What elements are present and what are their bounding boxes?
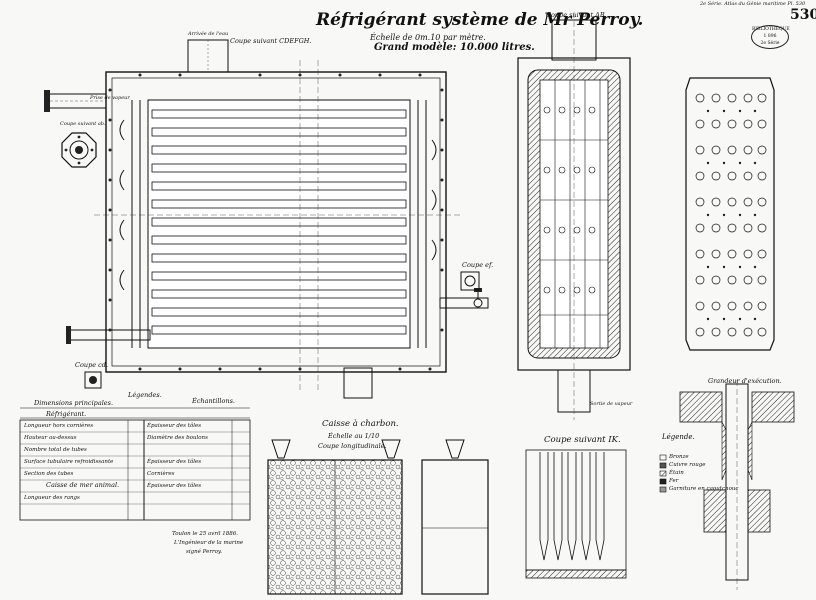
label-coal-section: Coupe longitudinale. <box>318 442 387 450</box>
section-ef-view <box>460 271 480 291</box>
coal-box-view <box>267 439 489 595</box>
main-section-view <box>44 39 489 399</box>
signature-line-3: signé Perroy. <box>186 549 223 555</box>
label-section-ik: Coupe suivant IK. <box>544 435 621 445</box>
dim-row-1: Longueur hors cornières <box>24 423 94 429</box>
legend-item-bronze: Bronze <box>669 454 689 460</box>
ech-row-2: Diamètre des boulons <box>147 435 208 441</box>
coal-box-subtitle: Caisse de mer animal. <box>46 481 120 489</box>
drawing-title: Réfrigérant système de Mr Perroy. <box>316 10 644 30</box>
section-ik-view <box>525 449 627 579</box>
dim-row-6: Longueur des rangs <box>24 495 80 501</box>
label-section-ab: Coupe suivant AB. <box>546 11 607 19</box>
dim-row-2: Hauteur au-dessus <box>24 435 77 441</box>
drawing-model: Grand modèle: 10.000 litres. <box>374 42 535 53</box>
refrigerant-title: Réfrigérant. <box>46 410 87 418</box>
drawing-scale: Échelle de 0m.10 par mètre. <box>370 33 486 42</box>
label-coal-box: Caisse à charbon. <box>322 419 399 429</box>
dim-row-5: Section des tubes <box>24 471 74 477</box>
material-legend-title: Légende. <box>662 433 695 441</box>
label-section-cdefgh: Coupe suivant CDEFGH. <box>230 37 312 45</box>
echantillons-title: Échantillons. <box>192 397 235 405</box>
section-small-bottom-left <box>84 371 102 389</box>
label-water-inlet: Arrivée de l'eau <box>188 31 229 37</box>
section-cd-view <box>61 132 97 168</box>
ech-row-1: Épaisseur des tôles <box>147 423 202 429</box>
tables-area <box>19 407 251 521</box>
label-actual-size: Grandeur d'exécution. <box>708 377 782 385</box>
signature-line-2: L'Ingénieur de la marine <box>174 540 244 546</box>
legend-heading: Légendes. <box>128 391 162 399</box>
ech-row-3: Épaisseur des tôles <box>147 459 202 465</box>
dim-row-3: Nombre total de tubes <box>24 447 87 453</box>
stamp-line-2: 1 896 <box>763 34 777 39</box>
tube-plate-view <box>685 77 775 351</box>
legend-item-rubber: Garniture en caoutchouc <box>669 486 739 492</box>
legend-item-copper: Cuivre rouge <box>669 462 706 468</box>
section-ab-view <box>517 12 631 420</box>
dim-row-4: Surface tubulaire refroidissante <box>24 459 114 465</box>
stamp-line-1: BIBLIOTHÈQUE <box>752 27 790 32</box>
legend-item-tin: Étain <box>669 470 684 476</box>
label-steam-outlet: Sortie de vapeur <box>590 401 633 407</box>
label-steam-inlet: Prise de vapeur <box>90 95 130 101</box>
actual-size-detail <box>659 380 795 590</box>
dimensions-title: Dimensions principales. <box>34 399 114 407</box>
label-section-ab-small: Coupe suivant ab. <box>60 121 106 127</box>
ech-row-5: Épaisseur des tôles <box>147 483 202 489</box>
stamp-line-3: 2e Série <box>760 41 780 46</box>
label-section-cd: Coupe cd. <box>75 361 109 369</box>
library-stamp: BIBLIOTHÈQUE 1 896 2e Série <box>751 25 790 49</box>
sheet-header-note: 2e Série. Atlas du Génie maritime Pl. 53… <box>700 1 806 7</box>
label-coal-scale: Échelle au 1/10 <box>328 432 380 440</box>
legend-item-iron: Fer <box>669 478 679 484</box>
signature-line-1: Toulon le 25 avril 1886. <box>172 531 238 537</box>
label-section-ef: Coupe ef. <box>462 261 494 269</box>
plate-number: 530 <box>790 7 816 23</box>
ech-row-4: Cornières <box>147 471 175 477</box>
